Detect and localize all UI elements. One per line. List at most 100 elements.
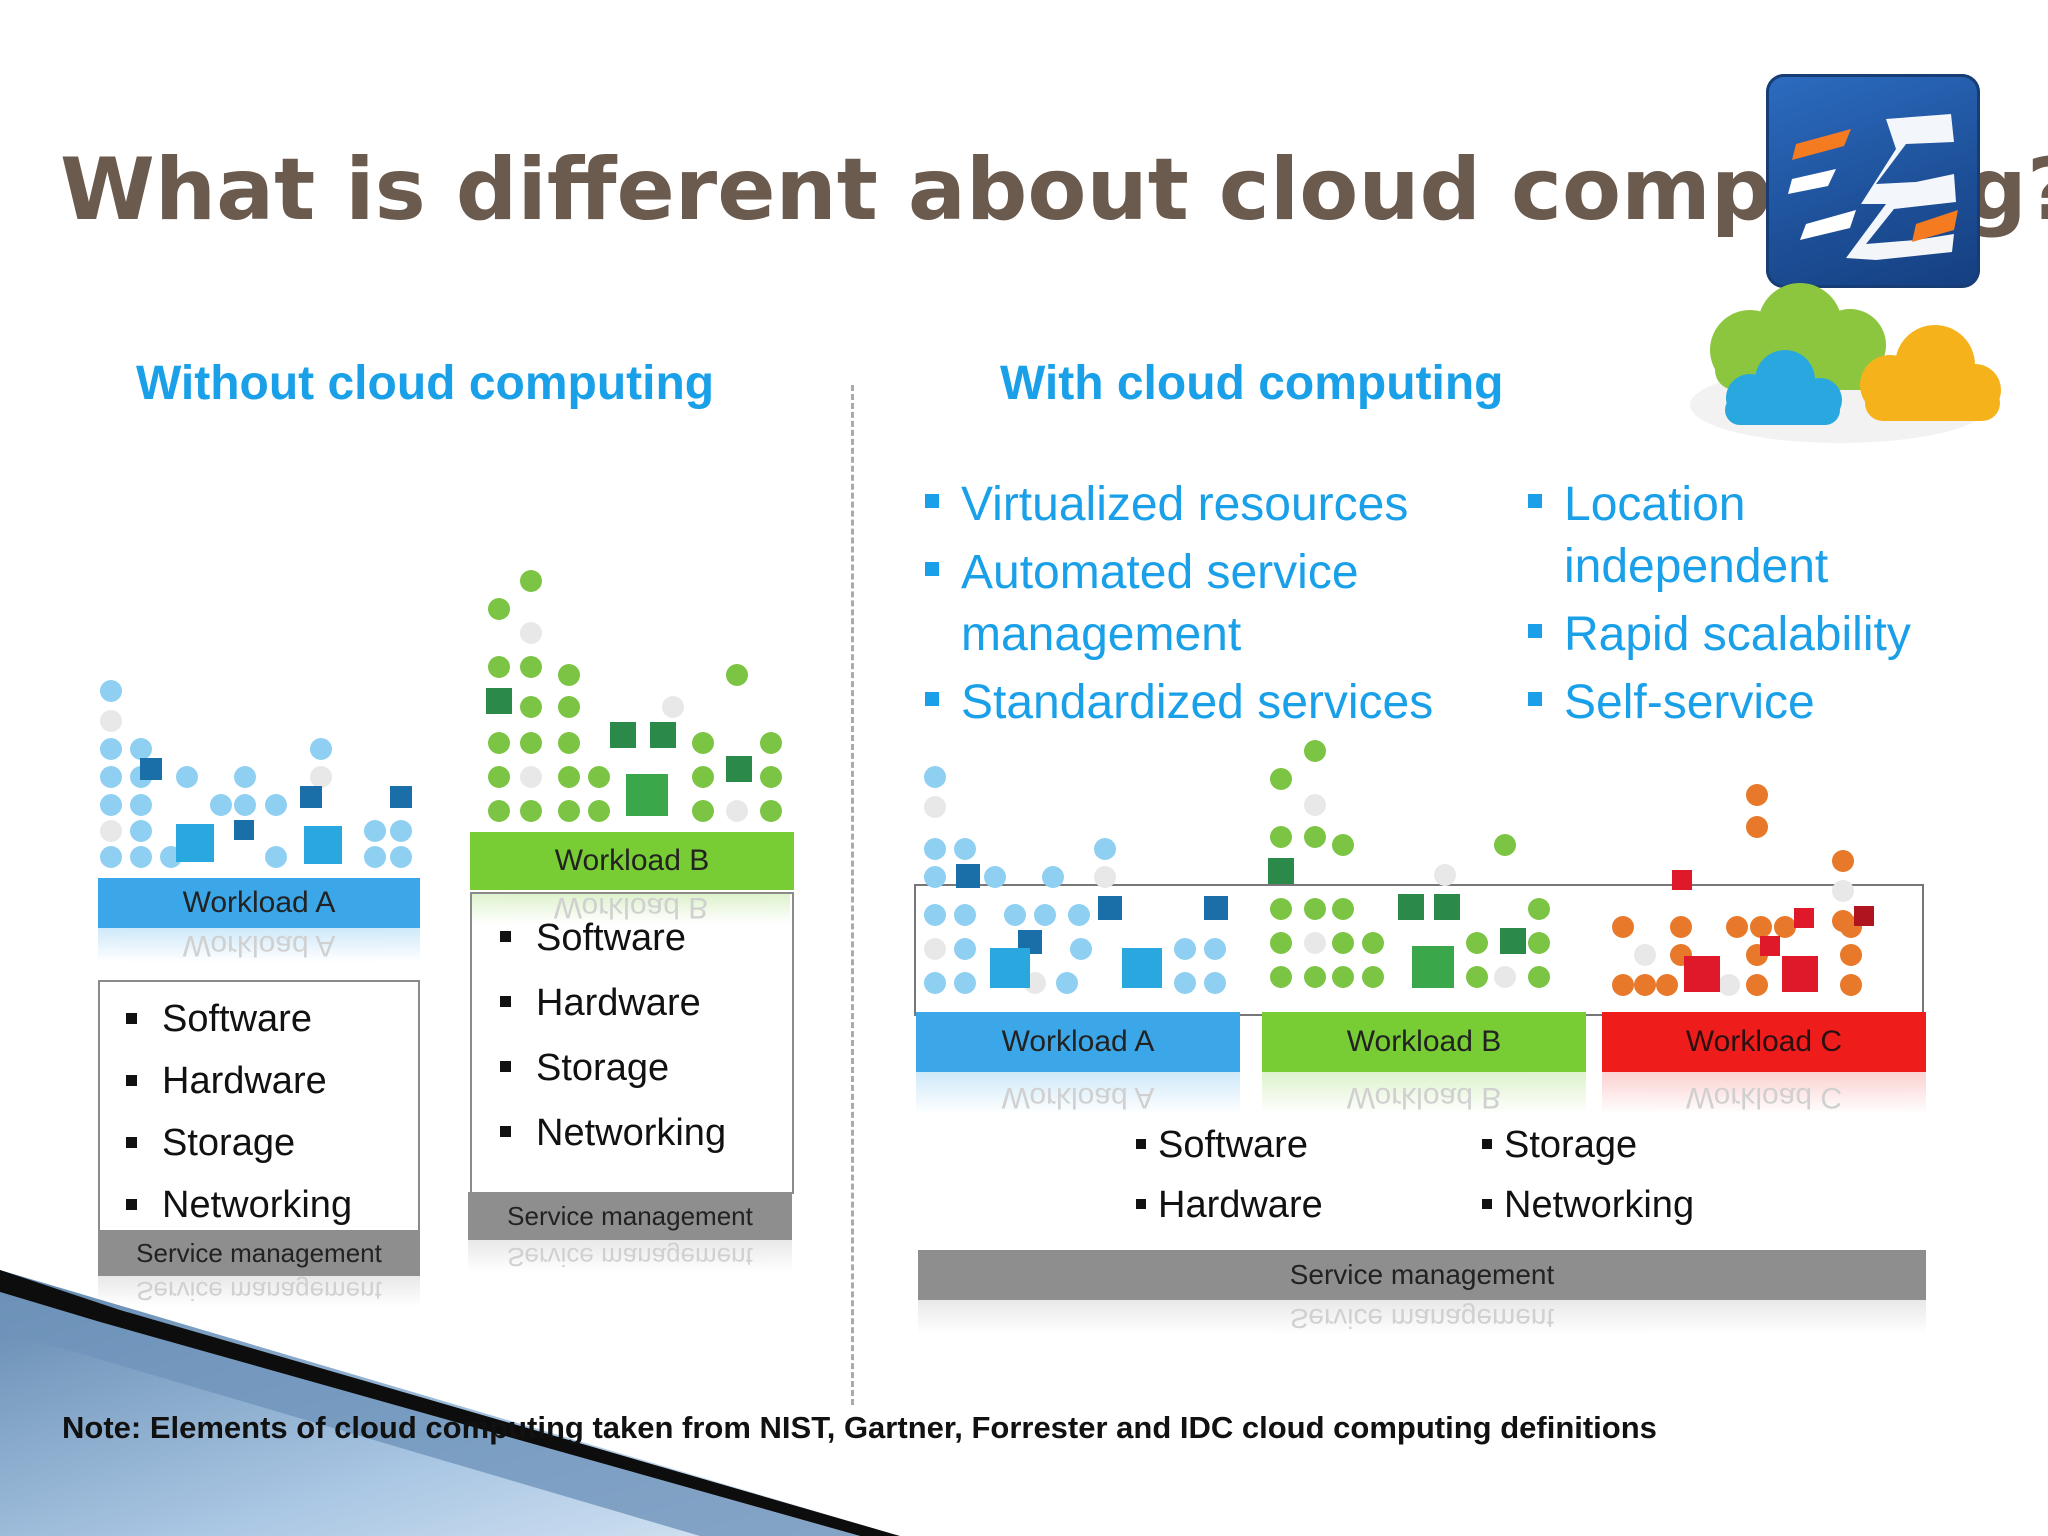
resource-dot: [488, 656, 510, 678]
service-management-reflection-b: Service management: [468, 1240, 792, 1272]
resource-dot: [924, 866, 946, 888]
cloud-workload-c-bar: Workload C: [1602, 1012, 1926, 1072]
resource-dot: [488, 598, 510, 620]
resource-square: [390, 786, 412, 808]
resource-dot: [1332, 834, 1354, 856]
resource-dot: [924, 904, 946, 926]
resource-dot: [558, 766, 580, 788]
resource-square: [626, 774, 668, 816]
stack-item: Storage: [1482, 1115, 1694, 1175]
resource-dot: [1270, 932, 1292, 954]
stack-item: Software: [1136, 1115, 1323, 1175]
resource-dot: [1174, 972, 1196, 994]
resource-dot: [520, 570, 542, 592]
resource-dot: [100, 738, 122, 760]
resource-dot: [1746, 784, 1768, 806]
stack-item: Software: [500, 906, 726, 971]
resource-dot: [1494, 834, 1516, 856]
resource-dot: [760, 800, 782, 822]
cloud-service-management-reflection: Service management: [918, 1300, 1926, 1334]
resource-dot: [234, 766, 256, 788]
resource-dot: [924, 838, 946, 860]
stack-item: Networking: [126, 1174, 352, 1236]
service-management-bar-b: Service management: [468, 1192, 792, 1240]
workload-b-bar: Workload B: [470, 832, 794, 890]
resource-dot: [1332, 966, 1354, 988]
section-divider: [851, 385, 854, 1405]
resource-dot: [1774, 916, 1796, 938]
resource-dot: [265, 846, 287, 868]
resource-dot: [1056, 972, 1078, 994]
resource-dot: [662, 696, 684, 718]
resource-dot: [310, 766, 332, 788]
resource-dot: [1270, 898, 1292, 920]
workload-a-bar: Workload A: [98, 878, 420, 928]
resource-square: [1672, 870, 1692, 890]
resource-dot: [364, 846, 386, 868]
resource-dot: [1726, 916, 1748, 938]
service-management-bar-a: Service management: [98, 1230, 420, 1276]
resource-square: [1854, 906, 1874, 926]
resource-dot: [1304, 898, 1326, 920]
resource-dot: [1434, 864, 1456, 886]
resource-dot: [1362, 966, 1384, 988]
resource-dot: [1270, 826, 1292, 848]
cloud-icon: [1690, 283, 2001, 443]
resource-dot: [1634, 974, 1656, 996]
resource-dot: [1750, 916, 1772, 938]
cloud-service-management-bar: Service management: [918, 1250, 1926, 1300]
resource-dot: [100, 820, 122, 842]
resource-dot: [1174, 938, 1196, 960]
resource-dot: [130, 820, 152, 842]
workload-a-reflection: Workload A: [98, 928, 420, 962]
workload-b-stack-box: [470, 892, 794, 1194]
resource-dot: [1042, 866, 1064, 888]
with-cloud-heading: With cloud computing: [1000, 357, 1504, 410]
company-logo-icon: [1766, 74, 1980, 288]
resource-square: [1760, 936, 1780, 956]
resource-dot: [1362, 932, 1384, 954]
resource-dot: [520, 732, 542, 754]
resource-dot: [520, 766, 542, 788]
resource-square: [1684, 956, 1720, 992]
resource-dot: [390, 846, 412, 868]
resource-dot: [1840, 974, 1862, 996]
resource-dot: [520, 656, 542, 678]
resource-dot: [1332, 898, 1354, 920]
resource-dot: [310, 738, 332, 760]
resource-square: [486, 688, 512, 714]
resource-dot: [130, 846, 152, 868]
resource-dot: [488, 766, 510, 788]
stack-item: Hardware: [1136, 1175, 1323, 1235]
resource-square: [990, 948, 1030, 988]
workload-a-dots: [100, 670, 420, 870]
resource-dot: [1746, 974, 1768, 996]
resource-dot: [1304, 740, 1326, 762]
resource-dot: [588, 766, 610, 788]
resource-dot: [1270, 966, 1292, 988]
resource-dot: [520, 696, 542, 718]
cloud-workload-c-reflection: Workload C: [1602, 1072, 1926, 1114]
resource-dot: [390, 820, 412, 842]
stack-item: Networking: [500, 1101, 726, 1166]
resource-dot: [234, 794, 256, 816]
resource-dot: [1304, 932, 1326, 954]
resource-square: [300, 786, 322, 808]
resource-dot: [760, 766, 782, 788]
resource-dot: [1204, 938, 1226, 960]
resource-square: [1500, 928, 1526, 954]
stack-item: Hardware: [500, 971, 726, 1036]
resource-dot: [726, 800, 748, 822]
resource-dot: [1718, 974, 1740, 996]
decorative-ribbon: [0, 1270, 900, 1536]
resource-dot: [488, 732, 510, 754]
feature-item: Location independent: [1528, 474, 1968, 598]
resource-dot: [558, 800, 580, 822]
resource-dot: [1746, 816, 1768, 838]
cloud-dots: [914, 730, 1924, 1000]
shared-stack-left: Software Hardware: [1136, 1115, 1323, 1235]
resource-square: [234, 820, 254, 840]
resource-dot: [1840, 944, 1862, 966]
resource-dot: [1494, 966, 1516, 988]
resource-dot: [1528, 966, 1550, 988]
